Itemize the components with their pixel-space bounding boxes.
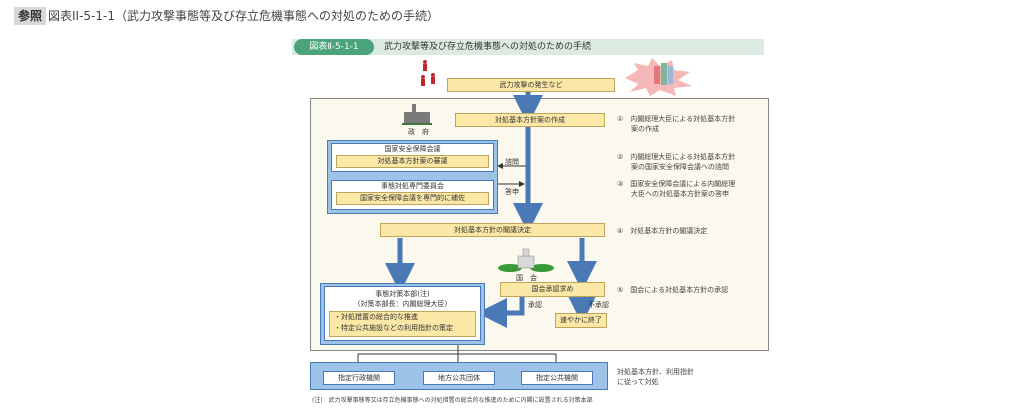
cabinet-decision-box: 対処基本方針の閣議決定 xyxy=(380,223,605,237)
footnote: (注) 武力攻撃事態等又は存立危機事態への対処措置の総合的な推進のために内閣に設… xyxy=(312,397,593,404)
nsc-title: 国家安全保障会議 xyxy=(384,145,441,153)
org-designated-public: 指定公共機関 xyxy=(521,371,593,385)
arrow-approved-to-hq xyxy=(477,297,525,328)
explosion-city-icon xyxy=(625,58,692,96)
hq-box: 事態対策本部(注) (対策本部長：内閣総理大臣) ・対処措置の総合的な推進 ・特… xyxy=(324,286,481,341)
diet-building-icon xyxy=(498,248,554,272)
step-3: ③ 国家安全保障会議による内閣総理 大臣への対処基本方針案の答申 xyxy=(617,180,736,198)
approved-label: 承認 xyxy=(528,301,542,309)
step-4: ④ 対処基本方針の閣議決定 xyxy=(617,227,708,235)
page-title: 図表II-5-1-1（武力攻撃事態等及び存立危機事態への対処のための手続） xyxy=(48,9,439,23)
diet-approval-box: 国会承認求め xyxy=(500,282,605,297)
not-approved-label: 不承認 xyxy=(588,301,609,309)
step-2: ② 内閣総理大臣による対処基本方針 案の国家安全保障会議への諮問 xyxy=(617,153,736,171)
orgs-note: 対処基本方針、利用指針 に従って対処 xyxy=(617,368,694,386)
nsc-box: 国家安全保障会議 対処基本方針案の審議 xyxy=(331,143,494,172)
step-1: ① 内閣総理大臣による対処基本方針 案の作成 xyxy=(617,115,736,133)
armed-attack-box: 武力攻撃の発生など xyxy=(447,78,615,92)
step-5: ⑤ 国会による対処基本方針の承認 xyxy=(617,286,729,294)
nsc-task: 対処基本方針案の審議 xyxy=(336,155,489,168)
reference-tag: 参照 xyxy=(14,7,47,25)
hq-title: 事態対策本部(注) xyxy=(375,290,430,298)
figure-title: 武力攻撃等及び存立危機事態への対処のための手続 xyxy=(384,42,592,52)
hq-subtitle: (対策本部長：内閣総理大臣) xyxy=(357,300,448,308)
figure-number: 図表Ⅱ-5-1-1 xyxy=(294,39,374,55)
draft-policy-box: 対処基本方針案の作成 xyxy=(455,113,605,127)
soldiers-icon xyxy=(421,60,435,86)
hq-task-2: ・特定公共施設などの利用指針の策定 xyxy=(334,324,453,332)
government-label: 政 府 xyxy=(408,128,429,136)
consult-label: 諮問 xyxy=(505,158,519,166)
government-building-icon xyxy=(402,104,432,125)
terminate-box: 速やかに終了 xyxy=(555,313,607,328)
report-label: 答申 xyxy=(505,188,519,196)
figure-caption-band xyxy=(292,39,764,55)
hq-tasks: ・対処措置の総合的な推進 ・特定公共施設などの利用指針の策定 xyxy=(329,311,476,337)
committee-title: 事態対処専門委員会 xyxy=(381,182,444,190)
diet-label: 国 会 xyxy=(516,274,537,282)
hq-task-1: ・対処措置の総合的な推進 xyxy=(334,313,418,321)
org-local-government: 地方公共団体 xyxy=(423,371,495,385)
committee-task: 国家安全保障会議を専門的に補佐 xyxy=(336,192,489,205)
org-designated-admin: 指定行政機関 xyxy=(323,371,395,385)
committee-box: 事態対処専門委員会 国家安全保障会議を専門的に補佐 xyxy=(331,180,494,210)
